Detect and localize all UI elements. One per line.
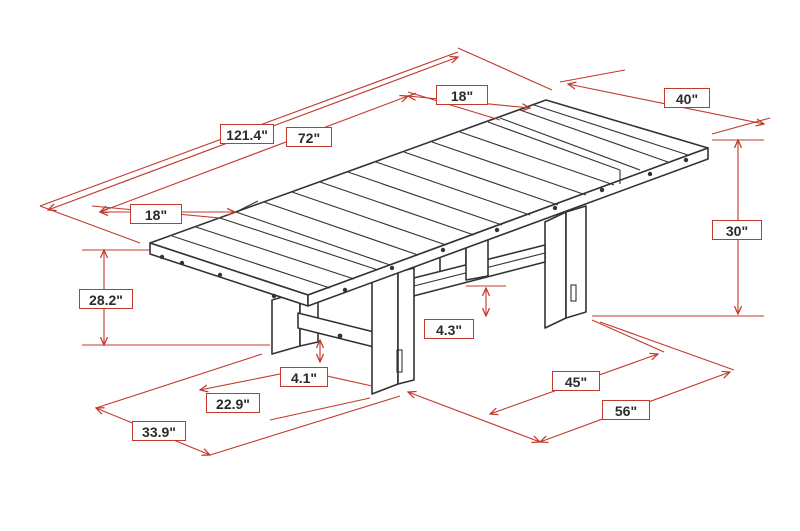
label-base-span: 45" — [552, 371, 600, 391]
label-leg-span-short: 22.9" — [206, 393, 260, 413]
label-stretcher-height: 4.3" — [424, 319, 474, 339]
leg-front — [371, 271, 399, 395]
label-leg-depth: 4.1" — [280, 367, 328, 387]
label-base-depth: 33.9" — [132, 421, 186, 441]
label-table-length: 72" — [286, 127, 332, 147]
label-leaf-right: 18" — [436, 85, 488, 105]
label-height: 30" — [712, 220, 762, 240]
label-width: 40" — [664, 88, 710, 108]
label-leaf-left: 18" — [130, 204, 182, 224]
leg-far-right — [544, 211, 567, 329]
label-leg-height: 28.2" — [79, 289, 133, 309]
label-total-length: 121.4" — [220, 124, 274, 144]
bolts — [159, 157, 689, 299]
label-base-length: 56" — [602, 400, 650, 420]
